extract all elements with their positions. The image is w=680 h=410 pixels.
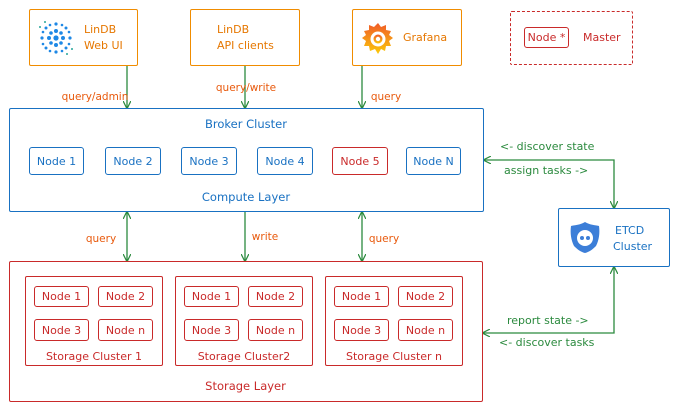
- storage-cluster-2: Node 1 Node 2 Node 3 Node n Storage Clus…: [175, 276, 313, 366]
- label-query-left: query: [85, 233, 117, 245]
- storage-1-node-1: Node 1: [34, 286, 89, 307]
- lindb-logo-icon: [39, 21, 73, 55]
- client-grafana: Grafana: [352, 9, 462, 66]
- broker-node-5-master: Node 5: [332, 147, 388, 175]
- storage-n-node-2: Node 2: [398, 286, 453, 307]
- label-assign-tasks: assign tasks ->: [504, 164, 589, 177]
- label-write: write: [251, 231, 279, 243]
- storage-cluster-2-name: Storage Cluster2: [197, 350, 291, 363]
- broker-cluster-title: Broker Cluster: [205, 117, 287, 131]
- etcd-name: ETCD: [615, 224, 645, 237]
- label-query-write: query/write: [215, 82, 277, 94]
- legend-master-label: Master: [583, 31, 621, 44]
- client-web-ui: LinDB Web UI: [29, 9, 138, 66]
- storage-n-node-3: Node 3: [334, 319, 389, 341]
- legend-master-node: Node *: [524, 27, 569, 48]
- grafana-logo-icon: [362, 23, 393, 54]
- storage-n-node-n: Node n: [398, 319, 453, 341]
- broker-node-3: Node 3: [181, 147, 237, 175]
- api-name: LinDB: [217, 23, 250, 36]
- edge-storage-etcd: [483, 267, 614, 333]
- edge-broker-etcd: [484, 160, 614, 208]
- grafana-name: Grafana: [403, 31, 448, 44]
- broker-node-2: Node 2: [105, 147, 161, 175]
- broker-cluster: Broker Cluster Node 1 Node 2 Node 3 Node…: [9, 108, 484, 212]
- label-discover-tasks: <- discover tasks: [499, 336, 595, 349]
- broker-node-n: Node N: [406, 147, 461, 175]
- etcd-cluster: ETCD Cluster: [558, 208, 670, 267]
- legend-node-label: Node: [527, 31, 557, 44]
- legend: Node * Master: [510, 11, 633, 65]
- web-ui-subtitle: Web UI: [84, 39, 123, 52]
- storage-2-node-1: Node 1: [184, 286, 239, 307]
- broker-node-4: Node 4: [257, 147, 313, 175]
- storage-1-node-2: Node 2: [98, 286, 153, 307]
- storage-2-node-2: Node 2: [248, 286, 303, 307]
- label-query-admin: query/admin: [61, 91, 129, 103]
- legend-star: *: [559, 31, 566, 44]
- storage-1-node-3: Node 3: [34, 319, 89, 341]
- storage-n-node-1: Node 1: [334, 286, 389, 307]
- label-discover-state: <- discover state: [500, 140, 595, 153]
- label-query-grafana: query: [370, 91, 402, 103]
- storage-cluster-n-name: Storage Cluster n: [345, 350, 443, 363]
- label-report-state: report state ->: [507, 314, 589, 327]
- label-query-right: query: [368, 233, 400, 245]
- client-api: LinDB API clients: [190, 9, 300, 66]
- storage-2-node-3: Node 3: [184, 319, 239, 341]
- storage-1-node-n: Node n: [98, 319, 153, 341]
- storage-layer: Storage Layer: [9, 261, 483, 402]
- web-ui-name: LinDB: [84, 23, 117, 36]
- storage-layer-label: Storage Layer: [205, 379, 286, 393]
- storage-cluster-n: Node 1 Node 2 Node 3 Node n Storage Clus…: [325, 276, 463, 366]
- etcd-logo-icon: [570, 222, 600, 253]
- storage-cluster-1-name: Storage Cluster 1: [45, 350, 143, 363]
- compute-layer-label: Compute Layer: [201, 190, 291, 204]
- storage-2-node-n: Node n: [248, 319, 303, 341]
- api-subtitle: API clients: [217, 39, 274, 52]
- storage-cluster-1: Node 1 Node 2 Node 3 Node n Storage Clus…: [25, 276, 163, 366]
- etcd-subtitle: Cluster: [613, 240, 653, 253]
- broker-node-1: Node 1: [29, 147, 84, 175]
